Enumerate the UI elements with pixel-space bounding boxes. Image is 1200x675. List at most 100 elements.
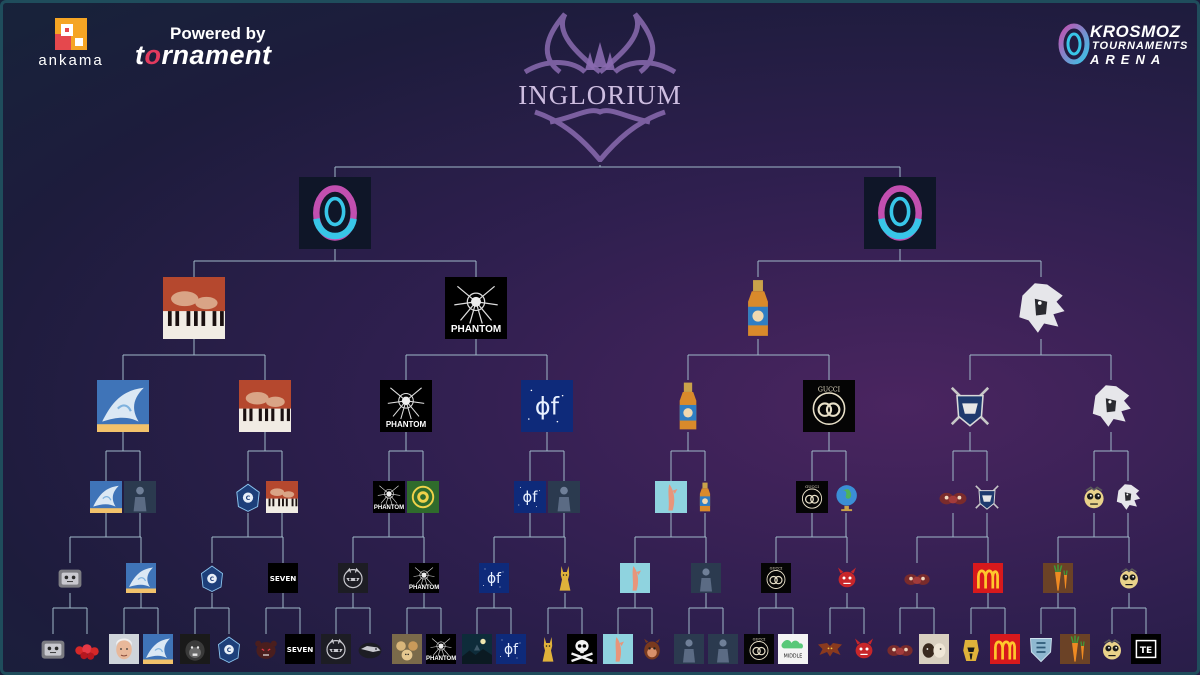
krosmoz-swirl-team-logo[interactable]: [299, 177, 371, 249]
svg-text:ɸf: ɸf: [535, 392, 560, 420]
carrot-team-logo[interactable]: [1043, 563, 1073, 593]
warrior-helm-team-logo[interactable]: [956, 634, 986, 664]
skull-face-team-logo[interactable]: [1078, 481, 1110, 513]
phantom-team-logo[interactable]: PHANTOM: [409, 563, 439, 593]
seven-icon: SEVEN: [285, 634, 315, 664]
gorilla-c-team-logo[interactable]: C: [214, 634, 244, 664]
phantom-team-logo[interactable]: PHANTOM: [373, 481, 405, 513]
dark-figure-team-logo[interactable]: [691, 563, 721, 593]
dragon-team-logo[interactable]: [143, 634, 173, 664]
bat-team-logo[interactable]: [815, 634, 845, 664]
gorilla-team-logo[interactable]: [180, 634, 210, 664]
middle-text-team-logo[interactable]: MIDDLE: [778, 634, 808, 664]
skull-crossbones-icon: [567, 634, 597, 664]
gucci-team-logo[interactable]: GUCCI: [803, 380, 855, 432]
red-lips-team-logo[interactable]: [937, 481, 969, 513]
seven-team-logo[interactable]: SEVEN: [285, 634, 315, 664]
dark-figure-team-logo[interactable]: [708, 634, 738, 664]
df-logo-team-logo[interactable]: ɸf: [496, 634, 526, 664]
mcdonalds-team-logo[interactable]: [973, 563, 1003, 593]
cartoon-cat-team-logo[interactable]: [38, 634, 68, 664]
dark-figure-team-logo[interactable]: [124, 481, 156, 513]
dark-figure-team-logo[interactable]: [674, 634, 704, 664]
phantom-label: PHANTOM: [380, 420, 432, 429]
knight-shield-team-logo[interactable]: [944, 380, 996, 432]
dog-pair-team-logo[interactable]: [919, 634, 949, 664]
cat-group-icon: [392, 634, 422, 664]
anubis-cat-team-logo[interactable]: [533, 634, 563, 664]
tornament-logo[interactable]: tornament: [135, 40, 272, 71]
dragon-icon: [126, 563, 156, 593]
piano-icon: [163, 277, 225, 339]
fish-hand-team-logo[interactable]: [655, 481, 687, 513]
raccoon-team-logo[interactable]: [321, 634, 351, 664]
dragon-team-logo[interactable]: [90, 481, 122, 513]
lion-team-logo[interactable]: [1010, 277, 1072, 339]
knight-shield-team-logo[interactable]: [971, 481, 1003, 513]
gorilla-c-icon: C: [232, 481, 264, 513]
green-emblem-team-logo[interactable]: [407, 481, 439, 513]
phantom-team-logo[interactable]: PHANTOM: [380, 380, 432, 432]
gorilla-icon: [180, 634, 210, 664]
carrot-team-logo[interactable]: [1060, 634, 1090, 664]
skull-face-team-logo[interactable]: [1114, 563, 1144, 593]
red-devil-team-logo[interactable]: [849, 634, 879, 664]
raccoon-team-logo[interactable]: [338, 563, 368, 593]
phantom-team-logo[interactable]: PHANTOM: [445, 277, 507, 339]
fish-hand-team-logo[interactable]: [620, 563, 650, 593]
krosmoz-swirl-team-logo[interactable]: [864, 177, 936, 249]
dragon-team-logo[interactable]: [97, 380, 149, 432]
dark-figure-team-logo[interactable]: [548, 481, 580, 513]
gucci-team-logo[interactable]: GUCCI: [744, 634, 774, 664]
cartoon-cat-team-logo[interactable]: [55, 563, 85, 593]
lion-team-logo[interactable]: [1112, 481, 1144, 513]
seven-team-logo[interactable]: SEVEN: [268, 563, 298, 593]
dragon-team-logo[interactable]: [126, 563, 156, 593]
anubis-cat-team-logo[interactable]: [550, 563, 580, 593]
krosmoz-line2: TOURNAMENTS: [1092, 40, 1188, 52]
night-scene-icon: [462, 634, 492, 664]
red-lips-team-logo[interactable]: [885, 634, 915, 664]
fish-hand-team-logo[interactable]: [603, 634, 633, 664]
bear-team-logo[interactable]: [251, 634, 281, 664]
night-scene-team-logo[interactable]: [462, 634, 492, 664]
piano-team-logo[interactable]: [266, 481, 298, 513]
dragon-shadow-team-logo[interactable]: [355, 634, 385, 664]
monkey-team-logo[interactable]: [637, 634, 667, 664]
gorilla-c-team-logo[interactable]: C: [232, 481, 264, 513]
svg-text:ɸf: ɸf: [504, 642, 519, 658]
red-lips-team-logo[interactable]: [902, 563, 932, 593]
skull-face-icon: [1097, 634, 1127, 664]
gucci-team-logo[interactable]: GUCCI: [796, 481, 828, 513]
skull-crossbones-team-logo[interactable]: [567, 634, 597, 664]
old-man-team-logo[interactable]: [109, 634, 139, 664]
phantom-label: PHANTOM: [409, 585, 439, 591]
bottle-team-logo[interactable]: [662, 380, 714, 432]
piano-team-logo[interactable]: [239, 380, 291, 432]
piano-team-logo[interactable]: [163, 277, 225, 339]
gorilla-c-team-logo[interactable]: C: [197, 563, 227, 593]
old-man-icon: [109, 634, 139, 664]
shield-emblem-team-logo[interactable]: [1026, 634, 1056, 664]
piano-icon: [266, 481, 298, 513]
te-logo-team-logo[interactable]: TE: [1131, 634, 1161, 664]
svg-text:C: C: [210, 576, 215, 583]
df-logo-team-logo[interactable]: ɸf: [514, 481, 546, 513]
ankama-icon: [55, 18, 87, 50]
skull-face-team-logo[interactable]: [1097, 634, 1127, 664]
cat-group-team-logo[interactable]: [392, 634, 422, 664]
df-logo-team-logo[interactable]: ɸf: [479, 563, 509, 593]
bottle-team-logo[interactable]: [727, 277, 789, 339]
df-logo-team-logo[interactable]: ɸf: [521, 380, 573, 432]
phantom-team-logo[interactable]: PHANTOM: [426, 634, 456, 664]
lion-team-logo[interactable]: [1085, 380, 1137, 432]
red-berries-team-logo[interactable]: [72, 634, 102, 664]
dragon-shadow-icon: [355, 634, 385, 664]
globe-team-logo[interactable]: [830, 481, 862, 513]
phantom-label: PHANTOM: [445, 324, 507, 335]
mcdonalds-team-logo[interactable]: [990, 634, 1020, 664]
red-devil-team-logo[interactable]: [832, 563, 862, 593]
bottle-team-logo[interactable]: [689, 481, 721, 513]
gucci-team-logo[interactable]: GUCCI: [761, 563, 791, 593]
